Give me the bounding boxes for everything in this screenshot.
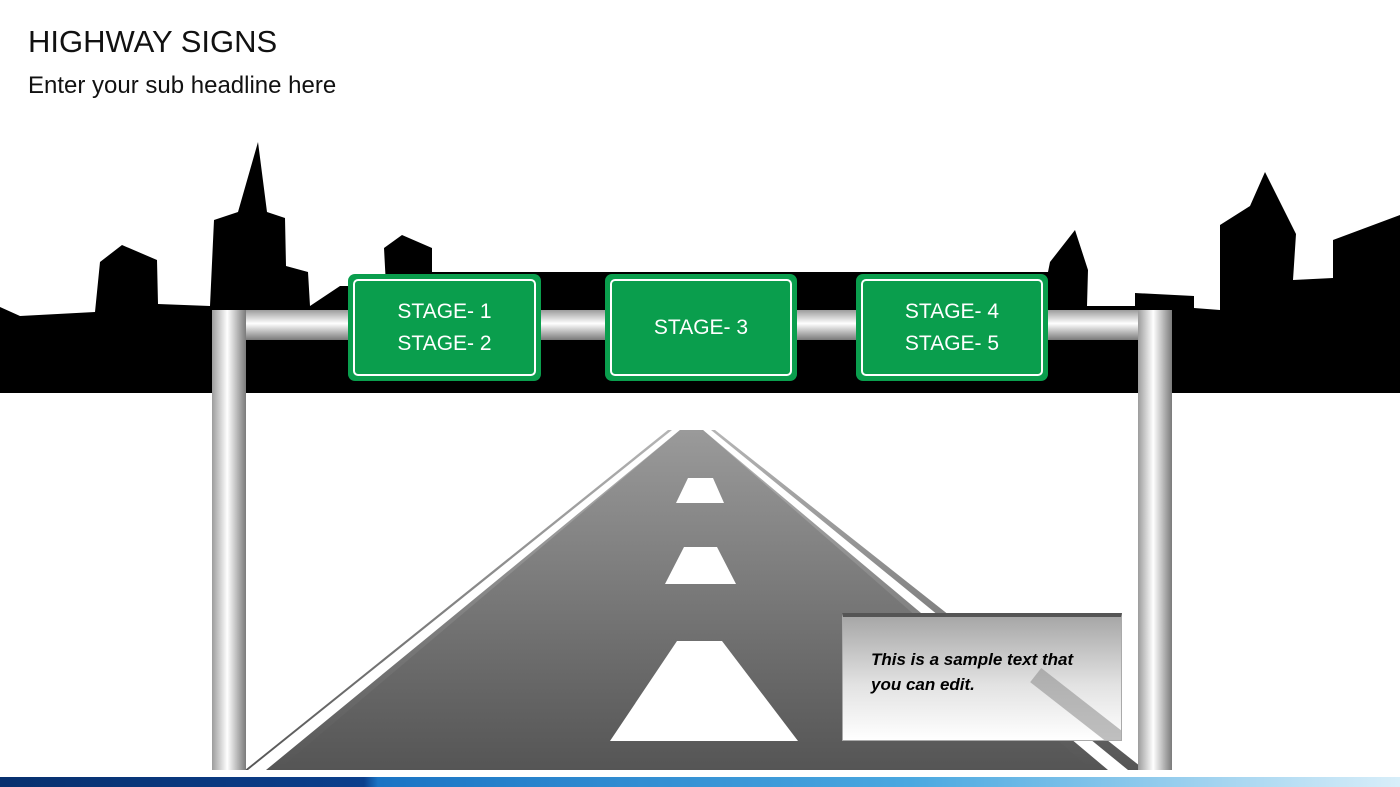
highway-sign-2: STAGE- 3 xyxy=(605,274,797,381)
sign-label: STAGE- 3 xyxy=(653,315,749,339)
highway-sign-3: STAGE- 4 STAGE- 5 xyxy=(856,274,1048,381)
callout-box: This is a sample text that you can edit. xyxy=(842,613,1122,741)
lane-dash xyxy=(665,547,736,584)
page-title: HIGHWAY SIGNS xyxy=(28,24,278,59)
page-subtitle: Enter your sub headline here xyxy=(28,72,337,99)
highway-sign-1: STAGE- 1 STAGE- 2 xyxy=(348,274,541,381)
sign-label: STAGE- 5 xyxy=(904,331,1000,355)
sign-label: STAGE- 2 xyxy=(397,331,492,355)
lane-dash xyxy=(610,641,798,741)
callout-text: This is a sample text that you can edit. xyxy=(871,650,1074,694)
footer-bar xyxy=(0,777,1400,787)
sign-label: STAGE- 1 xyxy=(397,299,492,323)
sign-label: STAGE- 4 xyxy=(904,299,1000,323)
lane-dash xyxy=(676,478,724,503)
